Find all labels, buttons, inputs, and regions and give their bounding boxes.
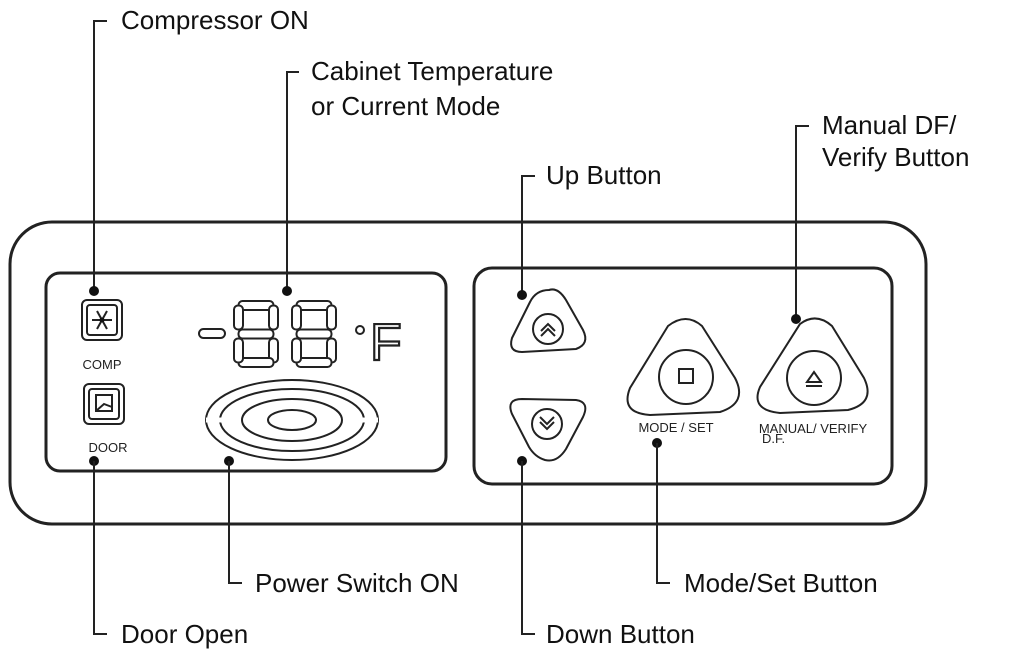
callout-door-open: Door Open	[121, 619, 248, 649]
compressor-indicator: COMP	[81, 299, 123, 372]
callout-manual-df-line2: Verify Button	[822, 142, 969, 172]
callout-compressor-on: Compressor ON	[121, 5, 309, 35]
callout-cabinet-temperature-line1: Cabinet Temperature	[311, 56, 553, 86]
display-segment	[291, 337, 302, 364]
callout-down-button: Down Button	[546, 619, 695, 649]
callout-power-switch-on: Power Switch ON	[255, 568, 459, 598]
display-segment	[295, 328, 333, 340]
temperature-display: F	[198, 300, 403, 373]
comp-label: COMP	[83, 357, 122, 372]
down-button[interactable]	[509, 397, 587, 462]
display-minus-sign	[198, 328, 226, 339]
eject-triangle-icon	[805, 370, 823, 387]
power-oval-icon	[205, 379, 379, 461]
square-icon	[678, 368, 694, 384]
callout-cabinet-temperature-line2: or Current Mode	[311, 91, 500, 121]
keypad-panel	[472, 266, 894, 486]
display-segment	[233, 304, 244, 331]
manual-df-verify-button[interactable]: MANUAL/ VERIFY D.F.	[756, 317, 869, 446]
chevron-up-icon	[540, 322, 556, 337]
controller-housing	[8, 220, 928, 526]
callout-leaders	[89, 20, 809, 635]
manual-verify-label: MANUAL/ VERIFY	[759, 421, 868, 436]
mode-set-button[interactable]: MODE / SET	[626, 318, 740, 435]
display-segment	[326, 304, 337, 331]
display-segment	[291, 304, 302, 331]
display-digit	[291, 300, 337, 368]
display-unit: F	[370, 314, 402, 372]
callout-mode-set-button: Mode/Set Button	[684, 568, 878, 598]
door-icon	[95, 394, 113, 412]
door-indicator: DOOR	[83, 383, 128, 455]
df-label: D.F.	[762, 431, 785, 446]
display-segment	[268, 304, 279, 331]
display-segment	[237, 328, 275, 340]
display-segment	[233, 337, 244, 364]
display-digit	[233, 300, 279, 368]
chevron-down-icon	[539, 416, 555, 431]
door-label: DOOR	[89, 440, 128, 455]
up-button[interactable]	[510, 288, 587, 354]
display-panel	[44, 271, 448, 473]
mode-set-label: MODE / SET	[638, 420, 713, 435]
callout-manual-df-line1: Manual DF/	[822, 110, 957, 140]
callout-up-button: Up Button	[546, 160, 662, 190]
snowflake-icon	[92, 310, 112, 330]
